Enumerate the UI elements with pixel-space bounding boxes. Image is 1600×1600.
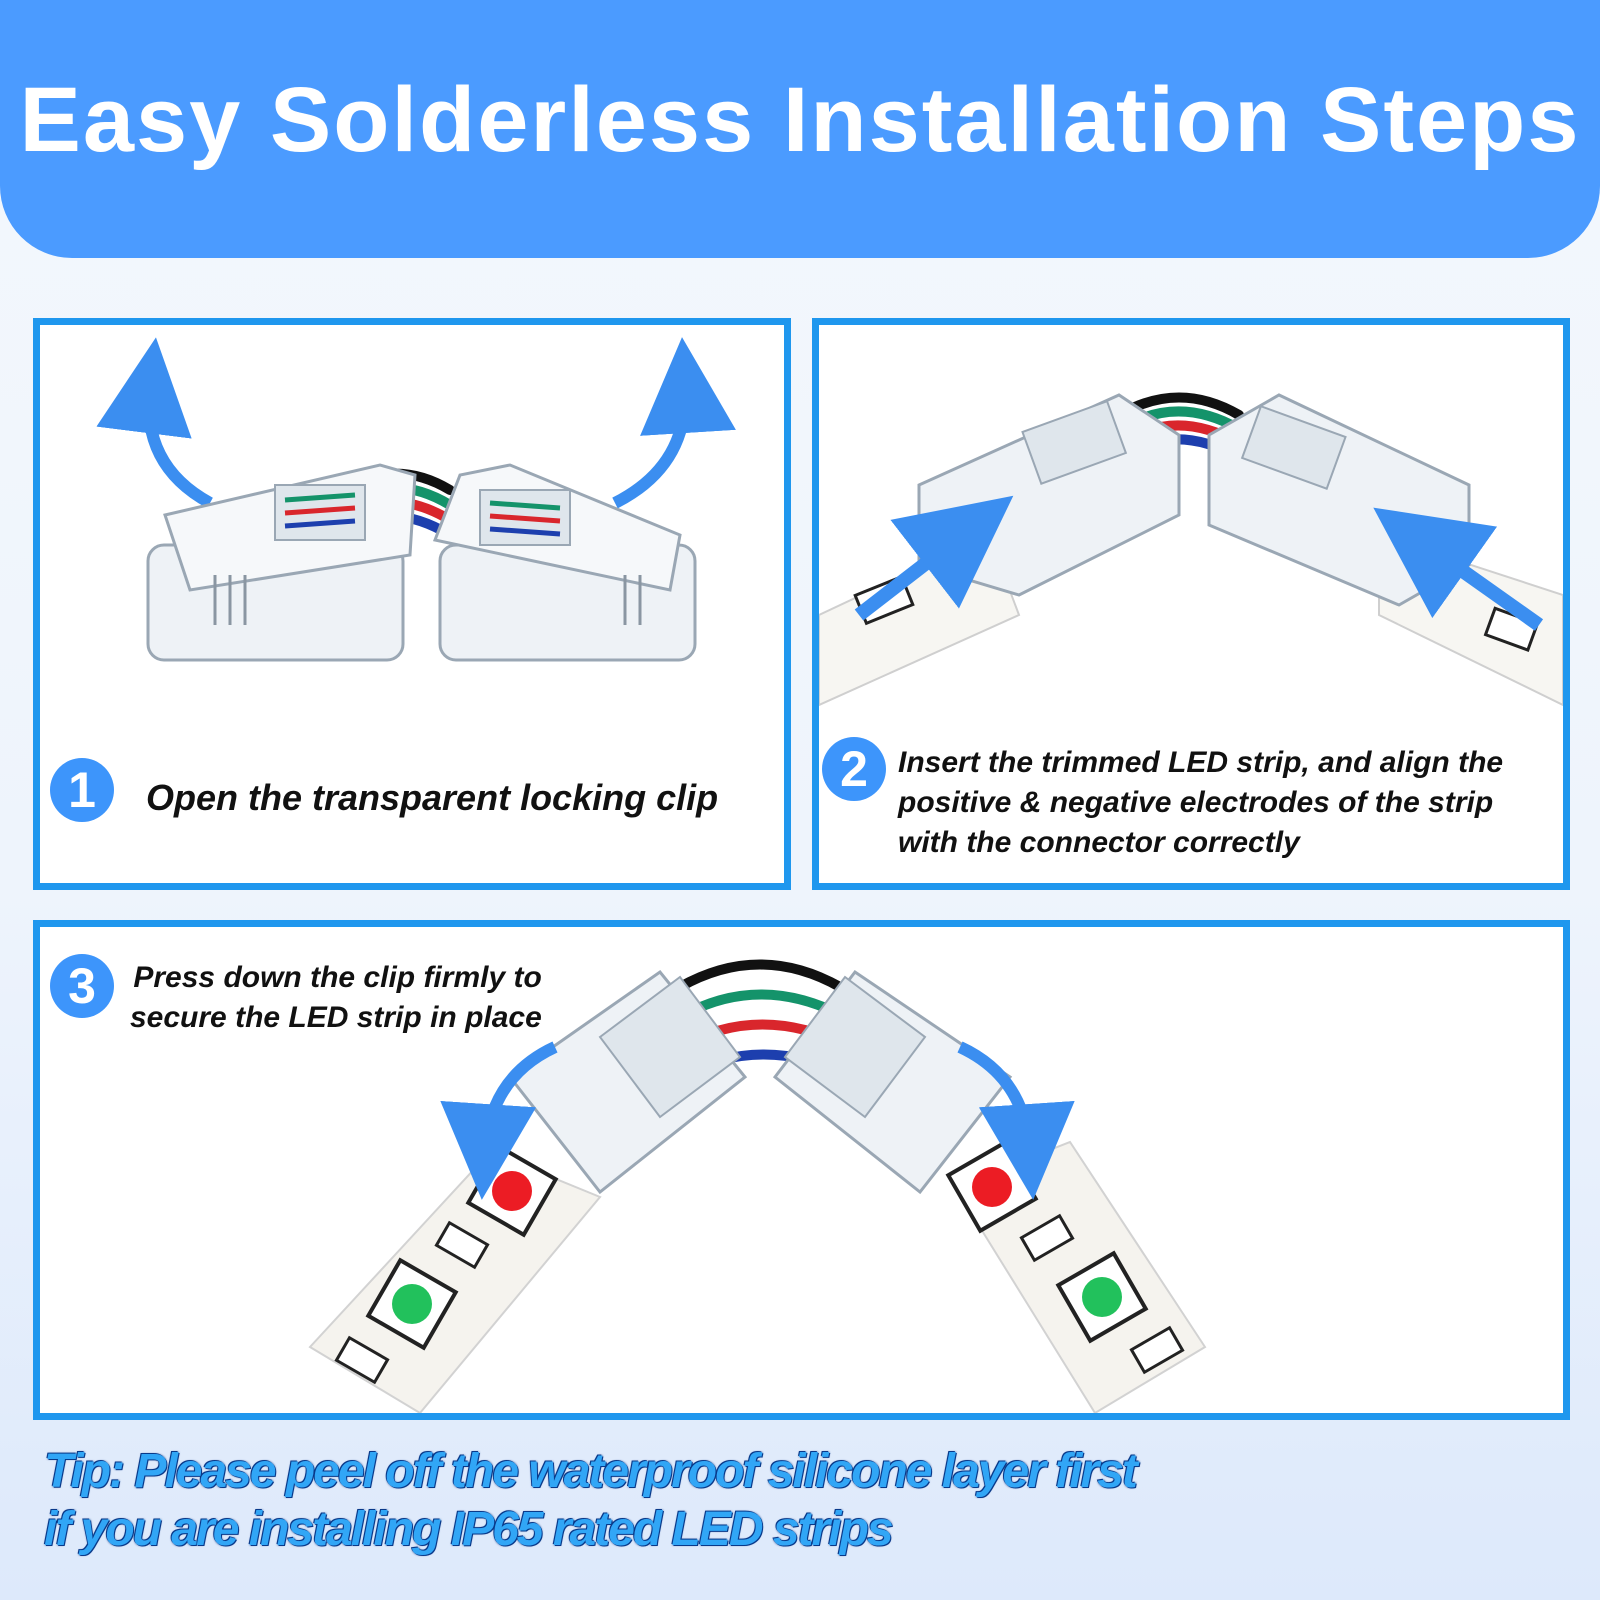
step-number-badge: 2 xyxy=(822,737,886,801)
green-led-icon xyxy=(1055,1250,1149,1344)
step-1-caption: Open the transparent locking clip xyxy=(146,777,719,818)
led-strip-left-icon xyxy=(308,1150,602,1413)
tip-note: Tip: Please peel off the waterproof sili… xyxy=(44,1445,1138,1556)
right-connector-icon xyxy=(432,463,697,662)
resistor-icon xyxy=(434,1220,490,1270)
left-connector-icon xyxy=(507,969,748,1195)
arrow-down-left-icon xyxy=(440,1041,558,1200)
page-title: Easy Solderless Installation Steps xyxy=(19,69,1581,171)
arrow-up-left-icon xyxy=(96,337,213,509)
resistor-icon xyxy=(1019,1213,1075,1263)
resistor-icon xyxy=(1129,1325,1185,1375)
step-1-panel: 1 Open the transparent locking clip xyxy=(33,318,791,890)
header-banner: Easy Solderless Installation Steps xyxy=(0,0,1600,258)
step-number-badge: 1 xyxy=(50,758,114,822)
right-connector-icon xyxy=(1207,393,1471,607)
left-connector-icon xyxy=(146,463,417,662)
step-number-badge: 3 xyxy=(50,954,114,1018)
step-3-caption: Press down the clip firmly to secure the… xyxy=(130,961,542,1034)
step-2-caption: Insert the trimmed LED strip, and align … xyxy=(898,746,1504,859)
green-led-icon xyxy=(365,1257,459,1351)
insert-strip-illustration xyxy=(819,392,1563,707)
arrow-up-right-icon xyxy=(612,337,736,509)
step-2-panel: 2 Insert the trimmed LED strip, and alig… xyxy=(812,318,1570,890)
resistor-icon xyxy=(334,1335,390,1385)
press-clip-illustration xyxy=(308,959,1207,1413)
insert-arrow-right-icon xyxy=(854,495,1014,621)
open-clip-illustration xyxy=(96,337,736,662)
insert-arrow-left-icon xyxy=(1373,507,1544,631)
right-connector-icon xyxy=(772,969,1013,1195)
arrow-down-right-icon xyxy=(957,1041,1075,1200)
left-connector-icon xyxy=(917,393,1181,597)
step-3-panel: 3 Press down the clip firmly to secure t… xyxy=(33,920,1570,1420)
